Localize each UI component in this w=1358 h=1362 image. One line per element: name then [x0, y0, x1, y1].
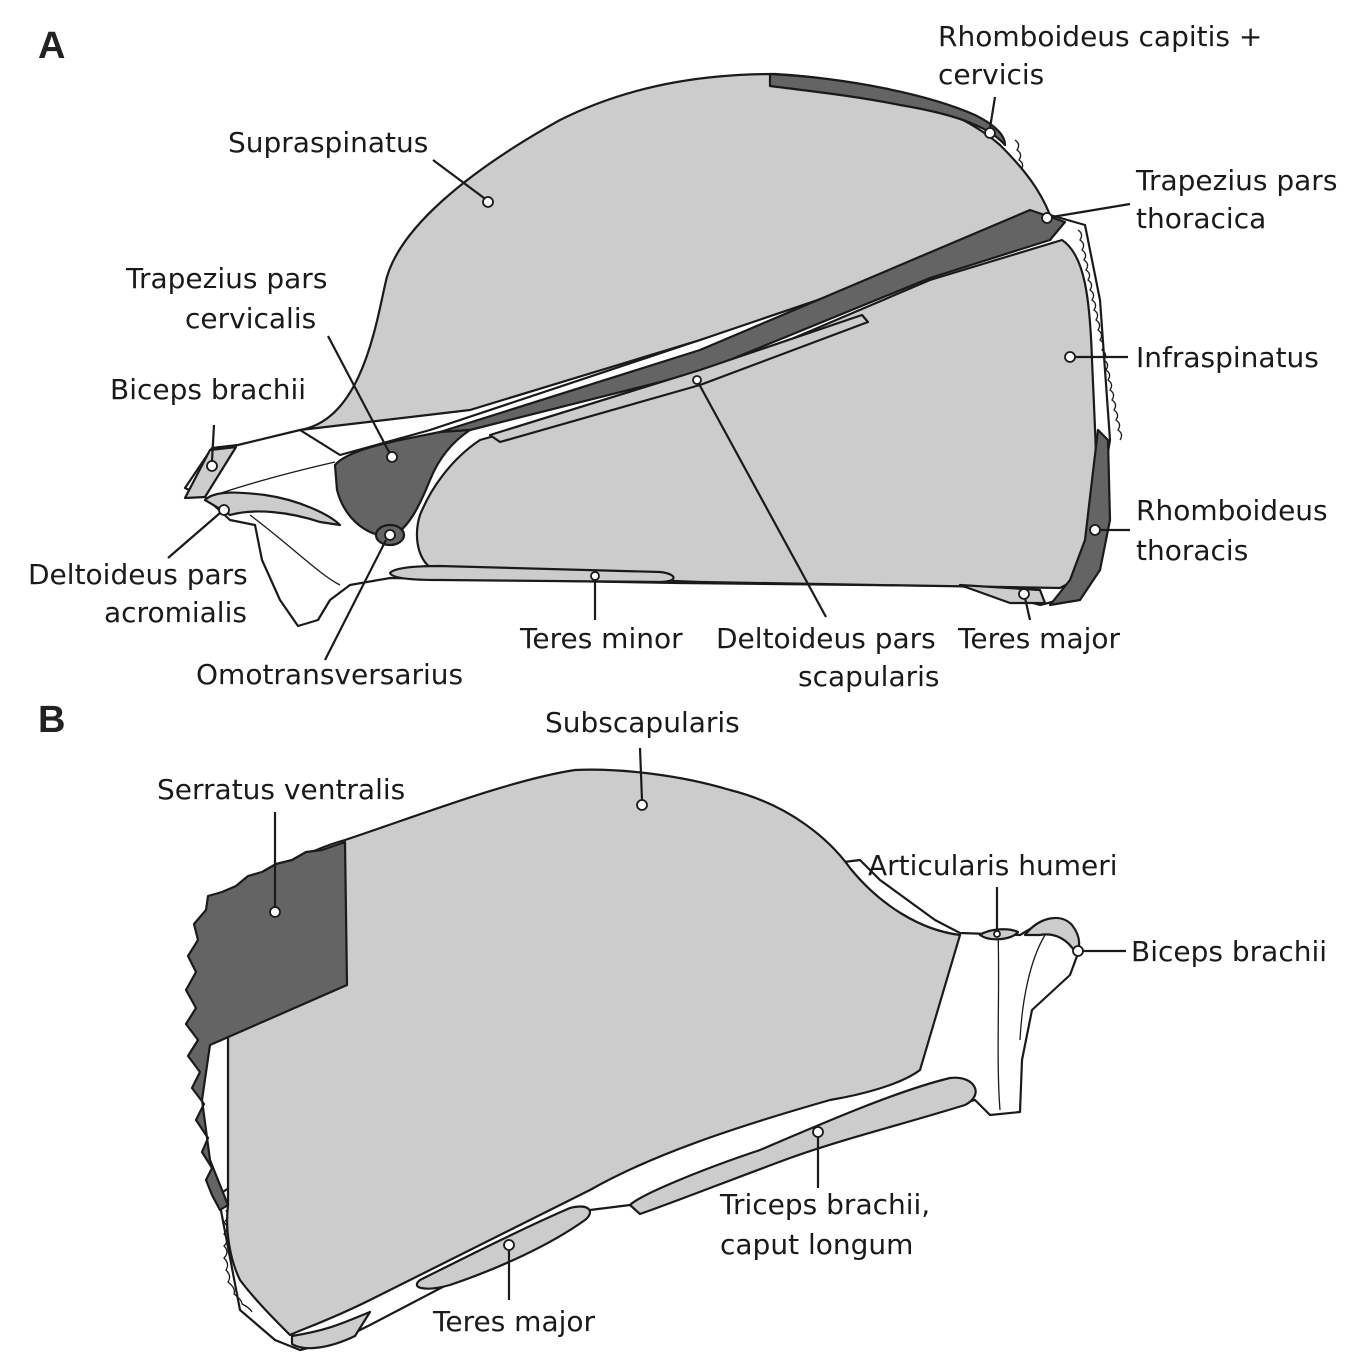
panel-a-acromion-lines: [214, 461, 341, 586]
panel-b-pointer-dots: [269, 799, 1084, 1251]
trapezius-thoracica-region: [438, 208, 1067, 434]
dot-teres-minor: [590, 571, 600, 581]
label-trapezius-cervicalis-1: Trapezius pars: [125, 262, 327, 295]
label-deltoideus-acromialis-1: Deltoideus pars: [28, 558, 248, 591]
label-supraspinatus: Supraspinatus: [228, 126, 428, 159]
supraspinatus-region: [298, 72, 1052, 432]
teres-major-b-region: [415, 1205, 592, 1290]
panel-b-neck-lines: [997, 929, 1046, 1111]
dot-trapezius-thoracica: [1041, 212, 1053, 224]
dot-teres-major-a: [1018, 588, 1030, 600]
panel-b-leader-lines: [273, 747, 1126, 1300]
rhomboideus-capitis-region: [768, 72, 1007, 147]
deltoideus-scapularis-region: [488, 313, 870, 444]
label-rhomboideus-capitis-1: Rhomboideus capitis +: [938, 20, 1262, 53]
label-deltoideus-scapularis-2: scapularis: [798, 660, 939, 693]
label-rhomboideus-thoracis-1: Rhomboideus: [1136, 494, 1328, 527]
dot-biceps-brachii-a: [206, 460, 218, 472]
label-teres-major-b: Teres major: [432, 1305, 596, 1338]
serratus-ventralis-region: [184, 840, 349, 1212]
subscapularis-region: [226, 768, 962, 1337]
trapezius-cervicalis-region: [333, 428, 472, 537]
label-triceps-brachii-1: Triceps brachii,: [719, 1188, 930, 1221]
panel-a-letter: A: [38, 25, 65, 67]
label-teres-minor: Teres minor: [519, 622, 683, 655]
label-biceps-brachii-a: Biceps brachii: [110, 373, 306, 406]
label-rhomboideus-thoracis-2: thoracis: [1136, 534, 1248, 567]
label-omotransversarius: Omotransversarius: [196, 658, 463, 691]
dot-rhomboideus-capitis: [984, 127, 996, 139]
teres-major-b-bottom: [290, 1310, 372, 1350]
dot-trapezius-cervicalis: [386, 451, 398, 463]
dot-triceps-brachii: [812, 1126, 824, 1138]
dot-deltoideus-acromialis: [218, 504, 230, 516]
dot-biceps-brachii-b: [1072, 945, 1084, 957]
deltoideus-acromialis-region: [203, 491, 342, 527]
dot-rhomboideus-thoracis: [1089, 524, 1101, 536]
panel-b-letter: B: [38, 699, 65, 741]
label-serratus-ventralis: Serratus ventralis: [157, 773, 405, 806]
label-teres-major-a: Teres major: [957, 622, 1121, 655]
label-articularis-humeri: Articularis humeri: [868, 849, 1118, 882]
panel-b-labels: Subscapularis Serratus ventralis Articul…: [157, 706, 1327, 1338]
label-biceps-brachii-b: Biceps brachii: [1131, 935, 1327, 968]
label-triceps-brachii-2: caput longum: [720, 1228, 913, 1261]
dot-articularis-humeri: [993, 930, 1001, 938]
dot-supraspinatus: [482, 196, 494, 208]
triceps-brachii-region: [628, 1076, 977, 1216]
panel-a-labels: Rhomboideus capitis + cervicis Supraspin…: [28, 20, 1337, 693]
panel-a: A: [28, 20, 1337, 693]
teres-minor-region: [388, 564, 675, 584]
label-deltoideus-acromialis-2: acromialis: [104, 596, 247, 629]
dot-subscapularis: [636, 799, 648, 811]
label-trapezius-cervicalis-2: cervicalis: [185, 302, 316, 335]
label-rhomboideus-capitis-2: cervicis: [938, 58, 1044, 91]
biceps-brachii-a-region: [183, 445, 238, 500]
dot-serratus-ventralis: [269, 906, 281, 918]
dot-deltoideus-scapularis: [692, 375, 702, 385]
label-deltoideus-scapularis-1: Deltoideus pars: [716, 622, 936, 655]
label-trapezius-thoracica-1: Trapezius pars: [1135, 164, 1337, 197]
panel-b: B: [38, 699, 1327, 1352]
label-infraspinatus: Infraspinatus: [1136, 341, 1319, 374]
label-trapezius-thoracica-2: thoracica: [1136, 202, 1266, 235]
panel-a-pointer-dots: [206, 127, 1101, 600]
rhomboideus-thoracis-region: [1048, 428, 1112, 607]
dot-infraspinatus: [1064, 351, 1076, 363]
dot-omotransversarius: [384, 529, 396, 541]
label-subscapularis: Subscapularis: [545, 706, 740, 739]
dot-teres-major-b: [503, 1239, 515, 1251]
biceps-brachii-b-region: [1023, 916, 1081, 954]
panel-a-leader-lines: [167, 96, 1131, 661]
